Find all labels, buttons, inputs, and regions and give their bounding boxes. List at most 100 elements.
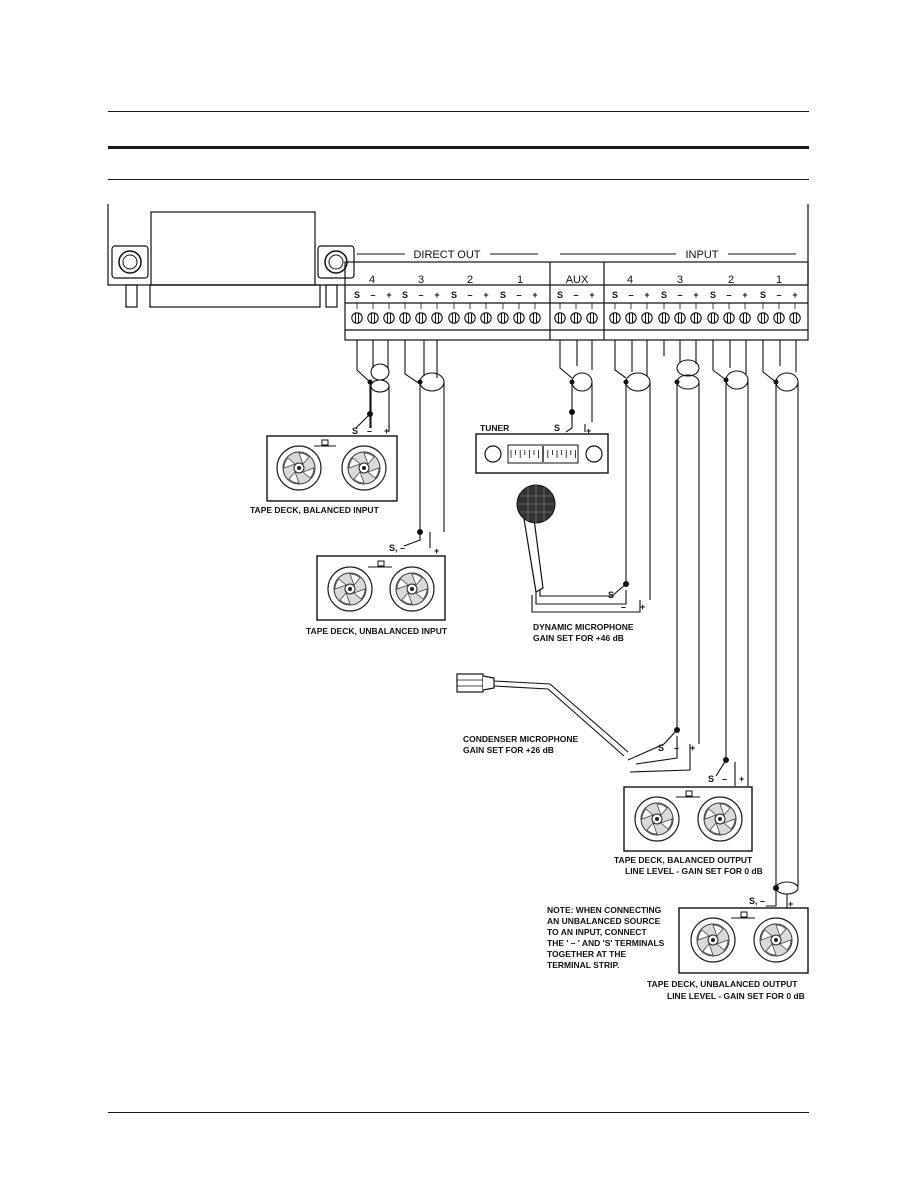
terminal-label-s: S xyxy=(760,290,766,300)
top-rule-thick xyxy=(108,146,809,149)
svg-text:+: + xyxy=(739,774,744,784)
terminal-strip xyxy=(344,261,809,341)
svg-text:+: + xyxy=(788,899,793,909)
terminal-label-plus: + xyxy=(792,290,797,300)
tape-reel-icon xyxy=(690,917,736,963)
terminal-screw-icon xyxy=(609,312,621,324)
terminal-screw-icon xyxy=(570,312,582,324)
condenser-microphone: S – + CONDENSER MICROPHONE GAIN SET FOR … xyxy=(456,673,695,757)
mounting-screw-left-icon xyxy=(118,250,142,274)
tape-deck-unbalanced-input: S, – + TAPE DECK, UNBALANCED INPUT xyxy=(306,543,448,636)
svg-text:CONDENSER MICROPHONE: CONDENSER MICROPHONE xyxy=(463,734,579,744)
svg-text:TERMINAL STRIP.: TERMINAL STRIP. xyxy=(547,960,619,970)
terminal-screw-icon xyxy=(415,312,427,324)
input-ch-2: 2 xyxy=(728,274,734,286)
terminal-label-s: S xyxy=(354,290,360,300)
terminal-label-plus: + xyxy=(386,290,391,300)
terminal-screw-icon xyxy=(723,312,735,324)
terminal-polarity-labels: S–+S–+S–+S–+S–+S–+S–+S–+S–+ xyxy=(354,290,798,300)
svg-text:AN UNBALANCED SOURCE: AN UNBALANCED SOURCE xyxy=(547,916,661,926)
terminal-screw-icon xyxy=(554,312,566,324)
aux-label: AUX xyxy=(566,274,589,286)
terminal-label-plus: + xyxy=(742,290,747,300)
direct-out-ch-2: 2 xyxy=(467,274,473,286)
terminal-screw-icon xyxy=(480,312,492,324)
svg-text:GAIN SET FOR +46 dB: GAIN SET FOR +46 dB xyxy=(533,633,624,643)
terminal-label-minus: – xyxy=(370,290,375,300)
terminal-label-s: S xyxy=(557,290,563,300)
svg-text:–: – xyxy=(674,743,679,753)
svg-text:S: S xyxy=(708,774,714,784)
terminal-label-s: S xyxy=(612,290,618,300)
tape-deck-unbalanced-output: S, – + TAPE DECK, UNBALANCED OUTPUT LINE… xyxy=(647,896,809,1001)
tape-reel-icon xyxy=(341,445,387,491)
tape-deck-balanced-output: S – + TAPE DECK, BALANCED OUTPUT LINE LE… xyxy=(614,774,763,876)
bottom-rule xyxy=(108,1112,809,1113)
svg-text:TUNER: TUNER xyxy=(480,423,509,433)
svg-text:NOTE: WHEN CONNECTING: NOTE: WHEN CONNECTING xyxy=(547,905,662,915)
terminal-label-s: S xyxy=(661,290,667,300)
svg-text:S, –: S, – xyxy=(749,896,765,906)
tuner: TUNER S + xyxy=(475,423,609,474)
svg-text:TOGETHER AT THE: TOGETHER AT THE xyxy=(547,949,627,959)
svg-text:TAPE DECK, BALANCED INPUT: TAPE DECK, BALANCED INPUT xyxy=(250,505,380,515)
terminal-screw-icon xyxy=(690,312,702,324)
terminal-screw-icon xyxy=(367,312,379,324)
svg-text:S, –: S, – xyxy=(389,543,405,553)
direct-out-ch-1: 1 xyxy=(517,274,523,286)
tuner-knob-icon xyxy=(484,445,502,463)
terminal-screw-icon xyxy=(674,312,686,324)
tape-reel-icon xyxy=(753,917,799,963)
terminal-label-s: S xyxy=(451,290,457,300)
tape-reel-icon xyxy=(697,796,743,842)
terminal-label-plus: + xyxy=(532,290,537,300)
terminal-screw-icon xyxy=(448,312,460,324)
terminal-label-plus: + xyxy=(589,290,594,300)
terminal-label-minus: – xyxy=(467,290,472,300)
svg-text:S: S xyxy=(352,426,358,436)
tape-reel-icon xyxy=(634,796,680,842)
unbalanced-source-note: NOTE: WHEN CONNECTING AN UNBALANCED SOUR… xyxy=(547,905,665,970)
mounting-screw-right-icon xyxy=(324,250,348,274)
dynamic-microphone: S – + DYNAMIC MICROPHONE GAIN SET FOR +4… xyxy=(516,484,645,643)
section-header-input: INPUT xyxy=(560,249,796,261)
terminal-label-minus: – xyxy=(516,290,521,300)
terminal-screw-icon xyxy=(497,312,509,324)
svg-text:TAPE DECK, BALANCED OUTPUT: TAPE DECK, BALANCED OUTPUT xyxy=(614,855,753,865)
svg-text:–: – xyxy=(621,602,626,612)
svg-text:GAIN SET FOR +26 dB: GAIN SET FOR +26 dB xyxy=(463,745,554,755)
tape-reel-icon xyxy=(327,566,373,612)
terminal-label-plus: + xyxy=(434,290,439,300)
svg-text:DYNAMIC MICROPHONE: DYNAMIC MICROPHONE xyxy=(533,622,634,632)
terminal-screws xyxy=(351,303,801,324)
terminal-screw-icon xyxy=(586,312,598,324)
svg-text:LINE LEVEL - GAIN SET FOR 0 dB: LINE LEVEL - GAIN SET FOR 0 dB xyxy=(667,991,805,1001)
top-rule-lower xyxy=(108,179,809,180)
svg-text:+: + xyxy=(640,602,645,612)
direct-out-ch-4: 4 xyxy=(369,274,375,286)
terminal-label-minus: – xyxy=(573,290,578,300)
tape-deck-balanced-input: S – + TAPE DECK, BALANCED INPUT xyxy=(250,426,398,515)
terminal-label-plus: + xyxy=(693,290,698,300)
svg-text:–: – xyxy=(722,774,727,784)
terminal-screw-icon xyxy=(464,312,476,324)
terminal-screw-icon xyxy=(625,312,637,324)
tape-reel-icon xyxy=(389,566,435,612)
terminal-screw-icon xyxy=(431,312,443,324)
svg-text:TO AN INPUT, CONNECT: TO AN INPUT, CONNECT xyxy=(547,927,647,937)
terminal-screw-icon xyxy=(739,312,751,324)
svg-text:+: + xyxy=(384,426,389,436)
terminal-screw-icon xyxy=(383,312,395,324)
terminal-label-minus: – xyxy=(726,290,731,300)
svg-text:THE ' – ' AND 'S' TERMINALS: THE ' – ' AND 'S' TERMINALS xyxy=(547,938,665,948)
direct-out-ch-3: 3 xyxy=(418,274,424,286)
svg-text:+: + xyxy=(690,743,695,753)
top-rule-thin xyxy=(108,111,809,112)
terminal-screw-icon xyxy=(351,312,363,324)
terminal-screw-icon xyxy=(658,312,670,324)
tuner-knob-icon xyxy=(585,445,603,463)
terminal-screw-icon xyxy=(399,312,411,324)
svg-text:–: – xyxy=(367,426,372,436)
cables xyxy=(355,340,799,908)
